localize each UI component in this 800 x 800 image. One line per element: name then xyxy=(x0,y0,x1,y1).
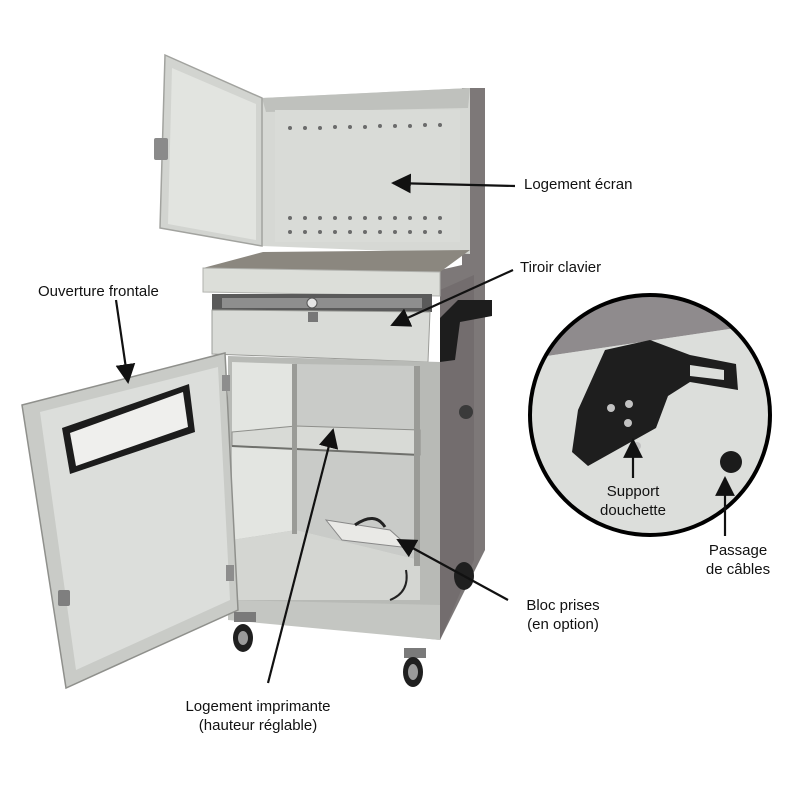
computer-cabinet xyxy=(21,53,492,690)
zoom-inset xyxy=(528,293,772,537)
work-surface xyxy=(202,250,470,297)
lower-compartment xyxy=(228,356,440,640)
label-screen-housing: Logement écran xyxy=(524,176,633,193)
arrow-keyboard-drawer xyxy=(390,268,514,327)
screen-housing xyxy=(262,88,470,254)
scanner-holder xyxy=(440,300,492,362)
cabinet-side-lower xyxy=(440,275,474,640)
label-printer-housing-line1: Logement imprimante xyxy=(185,698,331,715)
arrow-screen-housing xyxy=(391,173,516,194)
arrow-printer-housing xyxy=(266,428,339,684)
door-handle xyxy=(58,590,70,606)
arrow-front-opening xyxy=(114,299,136,384)
arrow-power-strip xyxy=(396,539,509,601)
label-scanner-support: Support douchette xyxy=(583,482,683,520)
side-vent xyxy=(459,405,473,419)
label-power-strip-line2: (en option) xyxy=(527,616,599,633)
door-hinge-bottom xyxy=(226,565,234,581)
front-door xyxy=(21,352,239,690)
door-window xyxy=(62,384,195,474)
label-printer-housing: Logement imprimante (hauteur réglable) xyxy=(158,697,358,735)
label-cable-passage-line2: de câbles xyxy=(705,561,771,578)
keyboard-drawer xyxy=(211,294,432,363)
label-front-opening: Ouverture frontale xyxy=(38,283,159,300)
label-cable-passage-line1: Passage xyxy=(708,542,768,559)
scanner-bracket-zoom xyxy=(572,340,738,466)
label-power-strip-line1: Bloc prises xyxy=(526,597,600,614)
label-scanner-support-line1: Support xyxy=(606,483,660,500)
screen-door xyxy=(154,53,263,247)
perforation-holes xyxy=(288,123,442,234)
label-printer-housing-line2: (hauteur réglable) xyxy=(198,717,318,734)
cable-passage-hole xyxy=(720,451,742,473)
label-cable-passage: Passage de câbles xyxy=(688,541,788,579)
label-keyboard-drawer: Tiroir clavier xyxy=(520,259,602,276)
label-power-strip: Bloc prises (en option) xyxy=(508,596,618,634)
door-hinge-top xyxy=(222,375,230,391)
door-lock xyxy=(154,138,168,160)
label-scanner-support-line2: douchette xyxy=(600,502,666,519)
annotation-arrows xyxy=(114,173,735,684)
